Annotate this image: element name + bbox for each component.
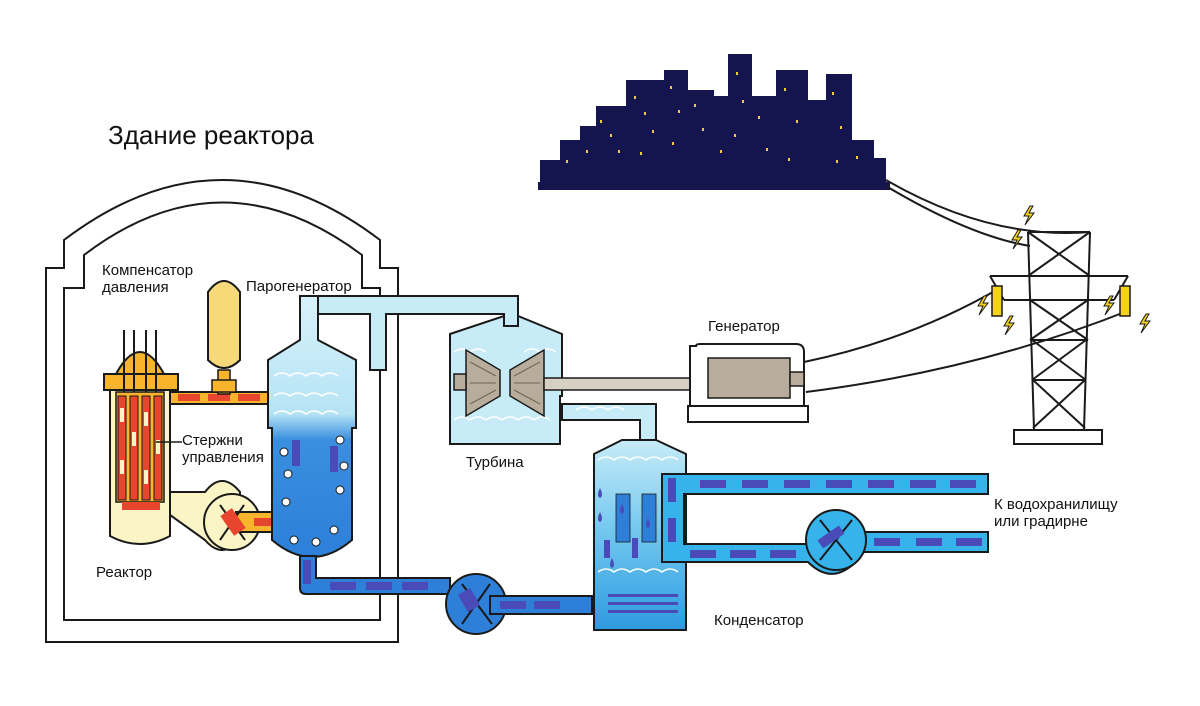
cooling-water-loop	[661, 473, 989, 575]
turbine-shaft	[543, 377, 709, 391]
label-reactor: Реактор	[96, 564, 153, 581]
control-rod-drives	[123, 330, 157, 392]
fuel-rod-gaps	[120, 408, 160, 484]
city-windows	[566, 72, 858, 163]
city-skyline	[538, 54, 890, 190]
diagram-title: Здание реактора	[108, 120, 314, 150]
spark-icons	[977, 205, 1151, 336]
label-generator: Генератор	[708, 318, 780, 335]
reactor-building	[45, 179, 399, 643]
power-lines	[803, 179, 1131, 393]
transmission-tower	[989, 231, 1129, 445]
reactor-dome	[114, 351, 166, 375]
label-control-rods: Стержни управления	[182, 432, 264, 466]
label-steam-generator: Парогенератор	[246, 278, 352, 295]
pressurizer	[207, 280, 241, 395]
label-pressurizer: Компенсатор давления	[102, 262, 194, 296]
label-to-reservoir: К водохранилищу или градирне	[994, 496, 1118, 530]
insulators	[991, 285, 1131, 317]
label-condenser: Конденсатор	[714, 612, 804, 629]
steam-generator	[267, 295, 357, 558]
reactor-top-flange	[103, 373, 179, 391]
turbine	[449, 314, 657, 447]
generator	[543, 343, 809, 423]
reactor-vessel	[103, 330, 182, 545]
primary-pump-blades	[219, 504, 246, 541]
secondary-loop	[299, 555, 593, 635]
label-turbine: Турбина	[466, 454, 524, 471]
